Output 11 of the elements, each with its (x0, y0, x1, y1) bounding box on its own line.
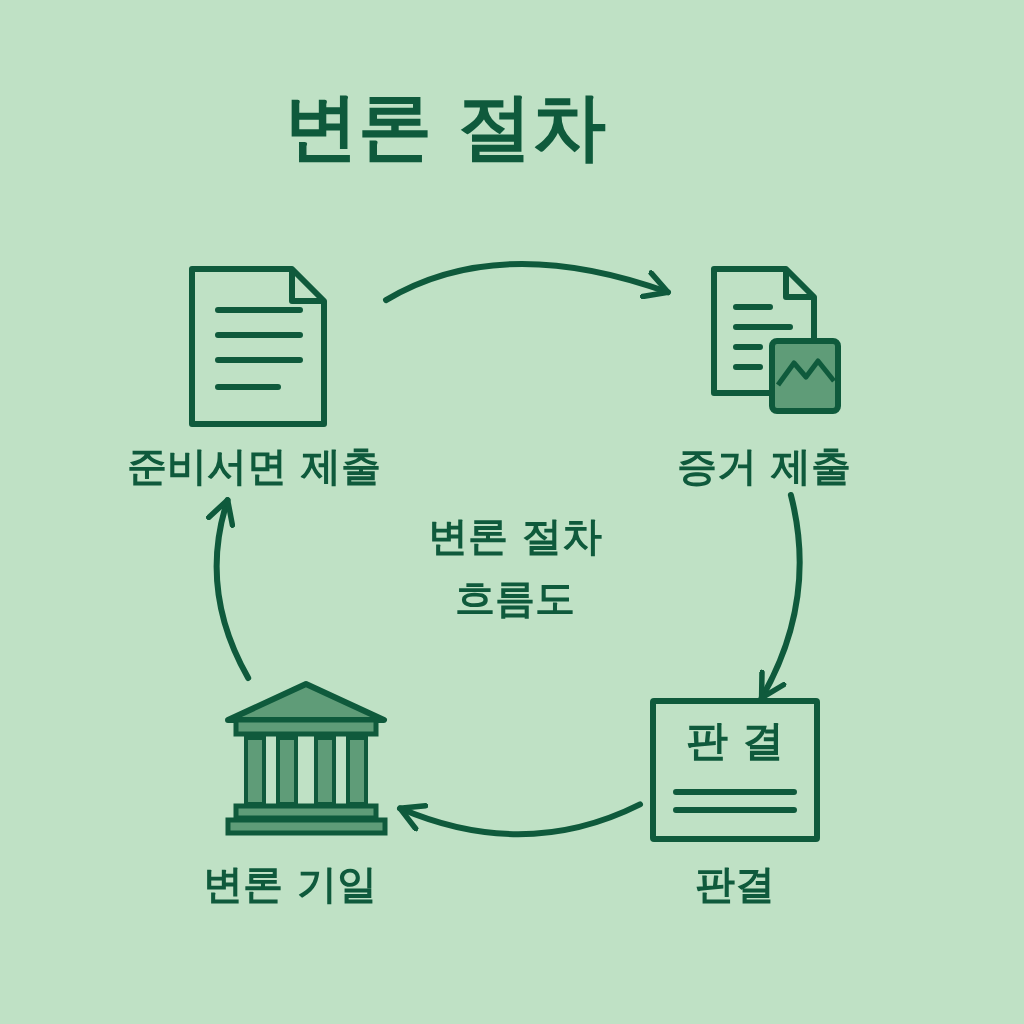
center-label: 변론 절차 흐름도 (427, 512, 603, 623)
diagram-title: 변론 절차 (283, 82, 607, 171)
curved-arrow (206, 497, 252, 681)
step-label: 변론 기일 (202, 860, 378, 908)
step-label: 판결 (694, 860, 776, 908)
curved-arrow (383, 261, 671, 304)
step-label: 증거 제출 (676, 442, 852, 490)
card-heading: 판 결 (684, 718, 786, 765)
curved-arrow (758, 492, 803, 701)
step-label: 준비서면 제출 (126, 442, 382, 490)
curved-arrow (397, 801, 643, 838)
